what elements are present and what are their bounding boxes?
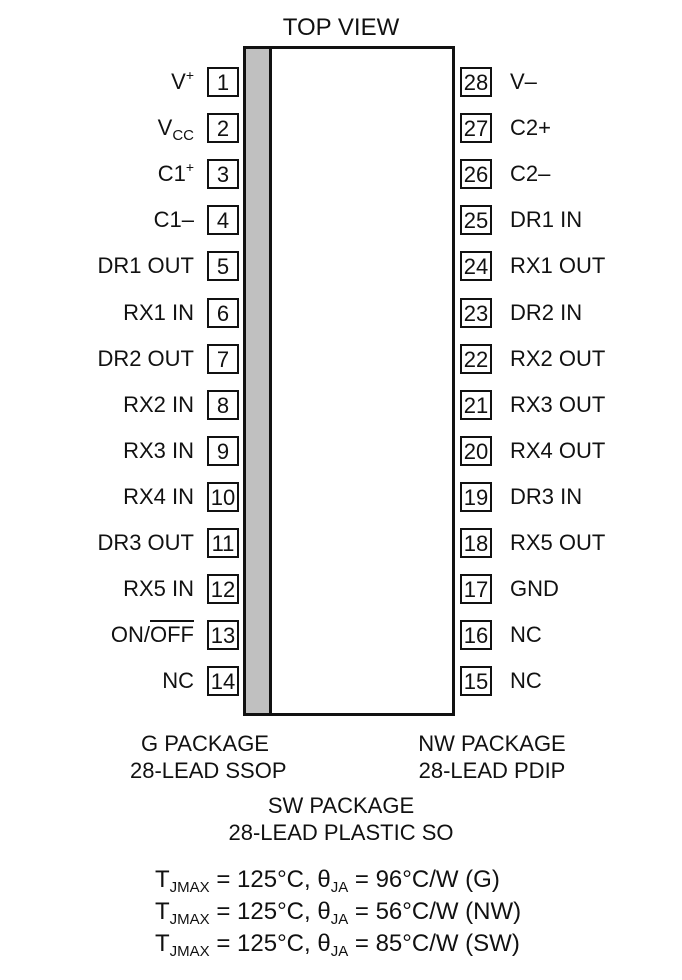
pin-name: V: [171, 69, 186, 94]
pin-number-box: 18: [460, 528, 492, 558]
pin-number-box: 6: [207, 298, 239, 328]
pin-number-box: 25: [460, 205, 492, 235]
pin-number-box: 19: [460, 482, 492, 512]
pin-number-box: 12: [207, 574, 239, 604]
pin-number-box: 16: [460, 620, 492, 650]
pin-number-box: 1: [207, 67, 239, 97]
pin-label: V+: [171, 67, 194, 97]
pin-name: C1–: [153, 207, 194, 232]
pin-label: DR2 OUT: [97, 344, 194, 374]
pin-number-box: 26: [460, 159, 492, 189]
pin-label: V–: [510, 69, 537, 94]
sw-package-name: SW PACKAGE: [267, 793, 415, 818]
pin-label: C2–: [510, 161, 551, 186]
pin-label: NC: [510, 668, 542, 693]
pin-name: RX3 IN: [123, 438, 194, 463]
pin-number-box: 27: [460, 113, 492, 143]
g-package-label: G PACKAGE 28-LEAD SSOP: [130, 730, 287, 784]
pin-label: RX1 OUT: [510, 253, 606, 278]
pin-label: DR1 OUT: [97, 251, 194, 281]
diagram-title: TOP VIEW: [282, 14, 400, 41]
g-package-desc: 28-LEAD SSOP: [130, 758, 287, 783]
pin-number-box: 17: [460, 574, 492, 604]
pin-label: DR3 OUT: [97, 528, 194, 558]
pin-name-overline: OFF: [150, 622, 194, 647]
pin-name: RX2 IN: [123, 392, 194, 417]
pin-label: RX2 IN: [123, 390, 194, 420]
pin-label: C2+: [510, 115, 551, 140]
pin-number-box: 14: [207, 666, 239, 696]
pin-label: GND: [510, 576, 559, 601]
pin-label: RX4 OUT: [510, 438, 606, 463]
pin-name: DR1 OUT: [97, 253, 194, 278]
thermal-line-g: TJMAX = 125°C, θJA = 96°C/W (G): [155, 866, 500, 896]
pin-name: RX5 IN: [123, 576, 194, 601]
pin-number-box: 24: [460, 251, 492, 281]
pin-number-box: 22: [460, 344, 492, 374]
pin-label: RX2 OUT: [510, 346, 606, 371]
nw-package-name: NW PACKAGE: [418, 731, 566, 756]
pin-name-superscript: +: [185, 159, 194, 175]
pin-number-box: 7: [207, 344, 239, 374]
sw-package-label: SW PACKAGE 28-LEAD PLASTIC SO: [216, 792, 466, 846]
pin-number-box: 4: [207, 205, 239, 235]
pin-number-box: 10: [207, 482, 239, 512]
pin-name: ON/: [110, 622, 150, 647]
pin-label: NC: [162, 666, 194, 696]
pin-name: RX1 IN: [123, 300, 194, 325]
pin-label: RX5 IN: [123, 574, 194, 604]
pin-label: DR1 IN: [510, 207, 583, 232]
pin-name: NC: [162, 668, 194, 693]
thermal-line-sw: TJMAX = 125°C, θJA = 85°C/W (SW): [155, 930, 520, 960]
pin-number-box: 9: [207, 436, 239, 466]
thermal-line-nw: TJMAX = 125°C, θJA = 56°C/W (NW): [155, 898, 522, 928]
pin-number-box: 11: [207, 528, 239, 558]
pin-number-box: 2: [207, 113, 239, 143]
pin-label: RX3 OUT: [510, 392, 606, 417]
pin-number-box: 3: [207, 159, 239, 189]
pin-name: C1: [157, 161, 186, 186]
pin-label: VCC: [158, 113, 194, 143]
pin1-indicator-stripe: [246, 49, 272, 713]
pin-number-box: 15: [460, 666, 492, 696]
pin-name-subscript: CC: [172, 127, 194, 144]
pin-label: RX1 IN: [123, 298, 194, 328]
sw-package-desc: 28-LEAD PLASTIC SO: [228, 820, 454, 845]
pin-number-box: 20: [460, 436, 492, 466]
pin-number-box: 28: [460, 67, 492, 97]
thermal-specs: TJMAX = 125°C, θJA = 96°C/W (G) TJMAX = …: [155, 864, 521, 960]
pin-number-box: 23: [460, 298, 492, 328]
pin-label: RX4 IN: [123, 482, 194, 512]
pin-label: NC: [510, 622, 542, 647]
pin-name: DR3 OUT: [97, 530, 194, 555]
pin-label: RX5 OUT: [510, 530, 606, 555]
pin-name: V: [157, 115, 173, 140]
pin-label: RX3 IN: [123, 436, 194, 466]
g-package-name: G PACKAGE: [141, 731, 269, 756]
pin-name: DR2 OUT: [97, 346, 194, 371]
pin-label: C1+: [158, 159, 194, 189]
nw-package-label: NW PACKAGE 28-LEAD PDIP: [412, 730, 572, 784]
pin-number-box: 21: [460, 390, 492, 420]
ic-package-body: [243, 46, 455, 716]
pin-name-superscript: +: [185, 67, 194, 83]
pin-number-box: 5: [207, 251, 239, 281]
pin-label: C1–: [154, 205, 194, 235]
pin-number-box: 13: [207, 620, 239, 650]
nw-package-desc: 28-LEAD PDIP: [418, 758, 566, 783]
pin-label: DR2 IN: [510, 300, 583, 325]
pin-label: DR3 IN: [510, 484, 583, 509]
pin-name: RX4 IN: [123, 484, 194, 509]
pin-label: ON/OFF: [111, 620, 194, 650]
pin-number-box: 8: [207, 390, 239, 420]
